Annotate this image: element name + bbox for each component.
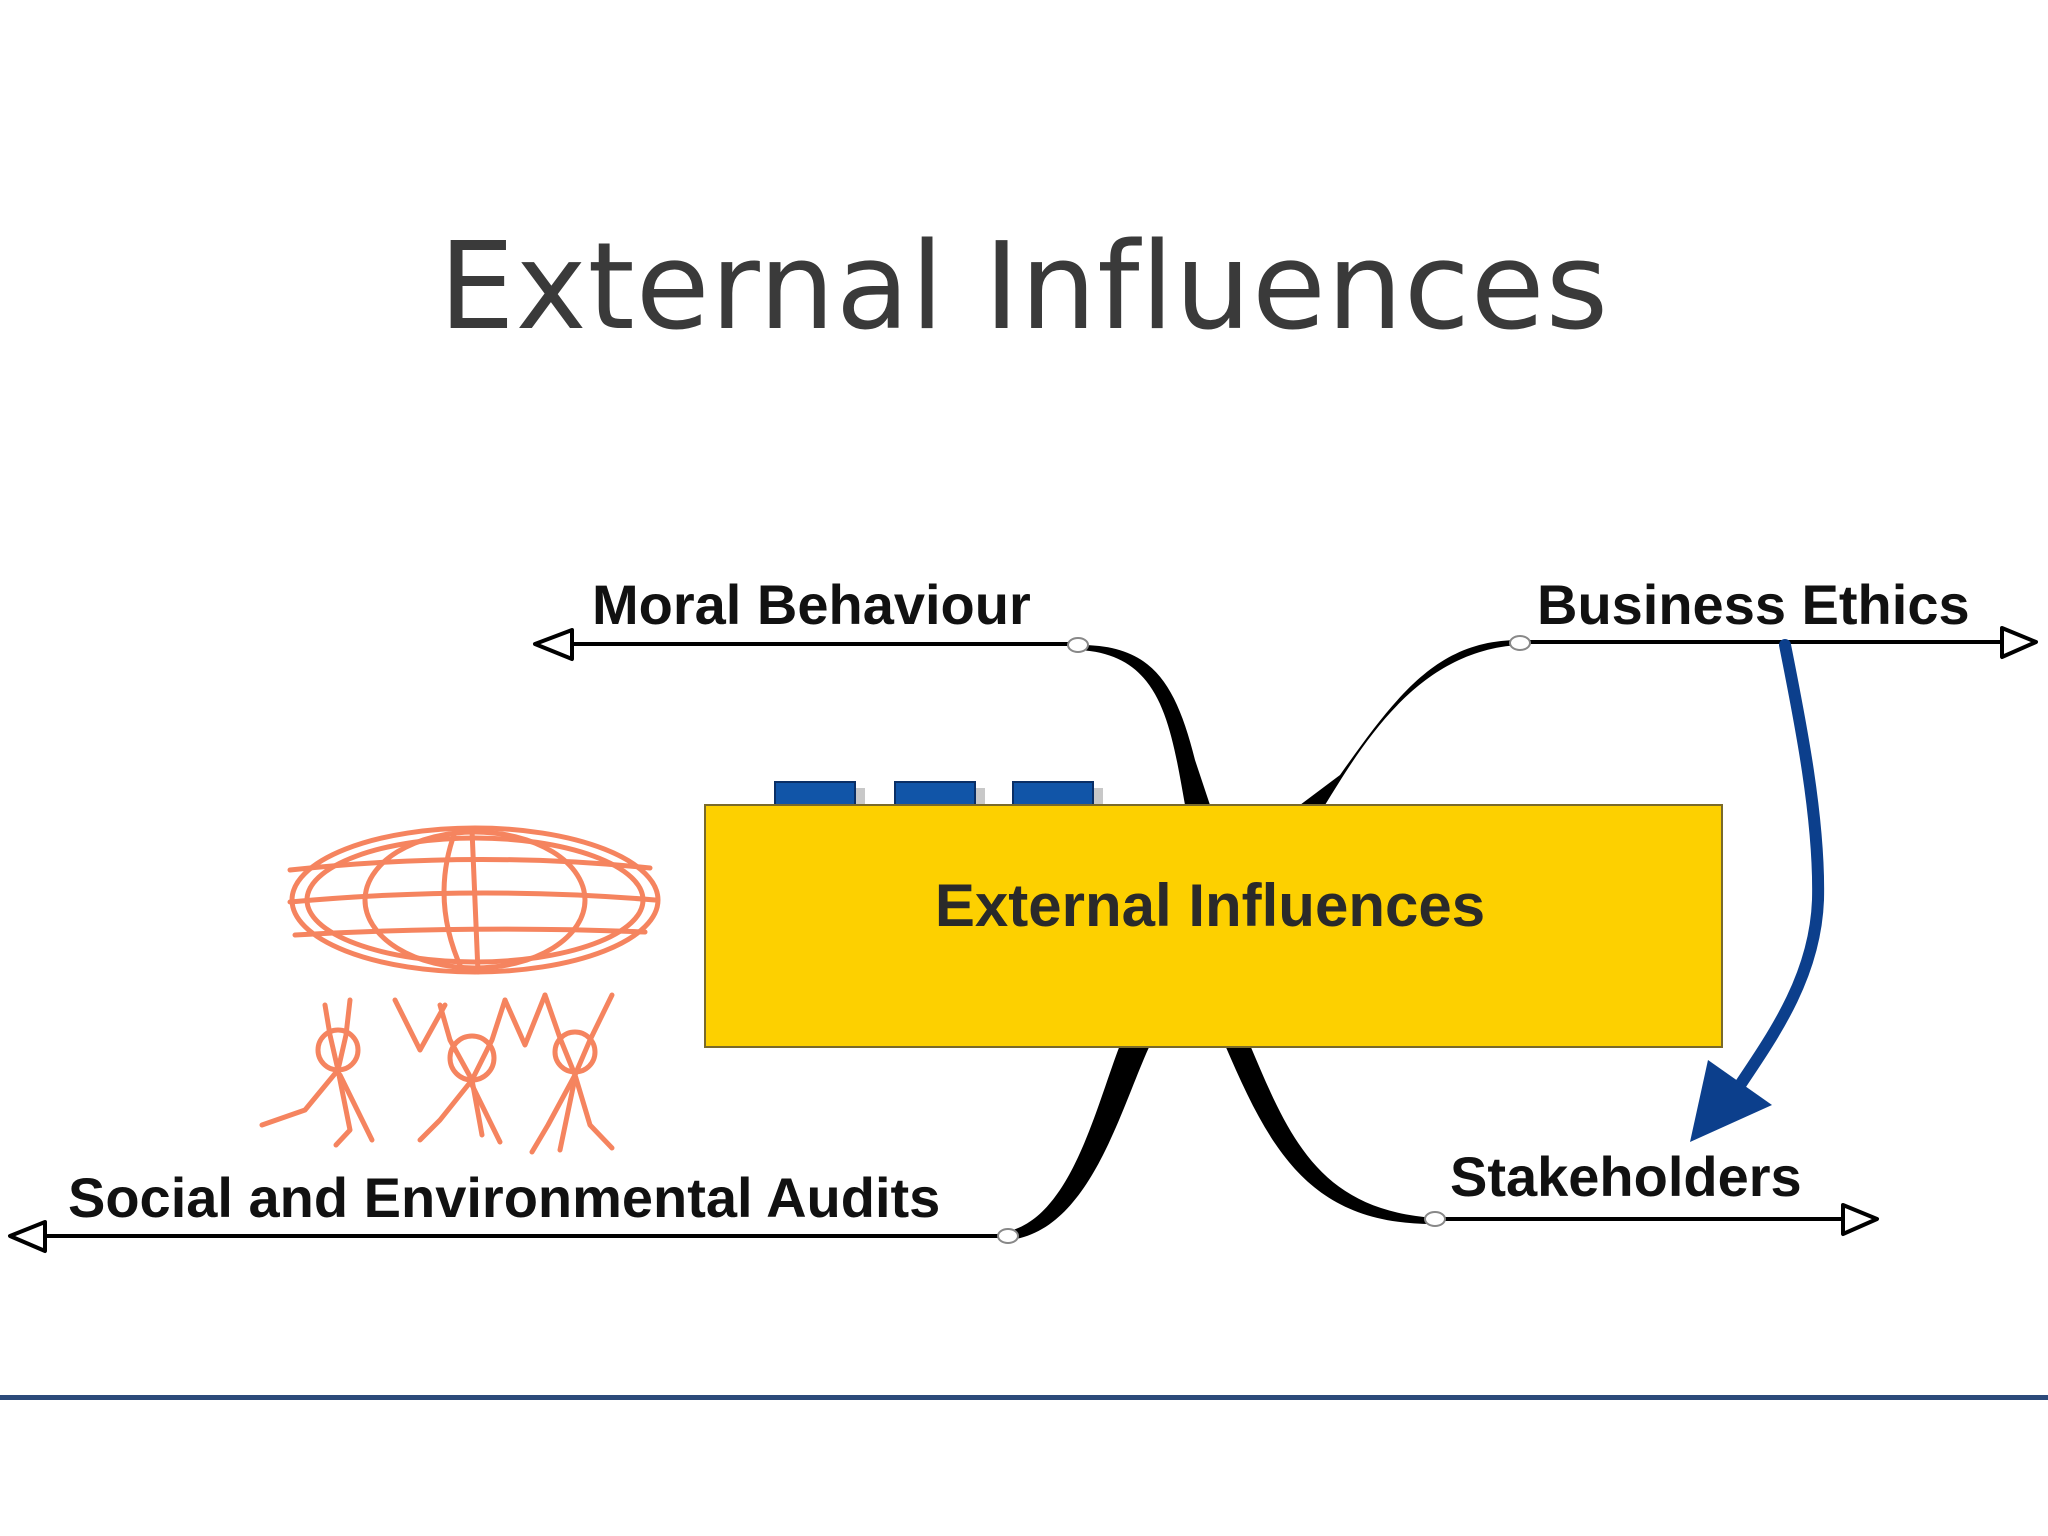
branch-label-business-ethics: Business Ethics bbox=[1537, 573, 1970, 636]
junction-handle bbox=[997, 1228, 1019, 1244]
footer-divider bbox=[0, 1395, 2048, 1400]
arrowhead-left-icon bbox=[8, 1220, 47, 1253]
arrowhead-right-icon bbox=[2000, 626, 2038, 659]
arrowhead-right-icon bbox=[1841, 1203, 1879, 1236]
connector-top-right bbox=[1300, 640, 1520, 805]
people-holding-globe-icon bbox=[259, 825, 661, 1155]
central-topic-label: External Influences bbox=[935, 872, 1485, 939]
slide-title: External Influences bbox=[438, 218, 1610, 357]
junction-handle bbox=[1509, 635, 1531, 651]
flow-arrowhead-icon bbox=[1690, 1060, 1772, 1142]
junction-handle bbox=[1067, 637, 1089, 653]
connector-top-left bbox=[1080, 645, 1210, 805]
connector-bottom-left bbox=[1005, 1045, 1150, 1240]
flow-arrow-icon bbox=[1724, 639, 1825, 1106]
central-topic-box bbox=[704, 804, 1723, 1048]
arrowhead-left-icon bbox=[533, 628, 574, 661]
connector-bottom-right bbox=[1225, 1045, 1435, 1225]
branch-label-social-audits: Social and Environmental Audits bbox=[68, 1166, 940, 1229]
branch-label-moral-behaviour: Moral Behaviour bbox=[592, 573, 1031, 636]
junction-handle bbox=[1424, 1211, 1446, 1227]
branch-label-stakeholders: Stakeholders bbox=[1450, 1145, 1802, 1208]
